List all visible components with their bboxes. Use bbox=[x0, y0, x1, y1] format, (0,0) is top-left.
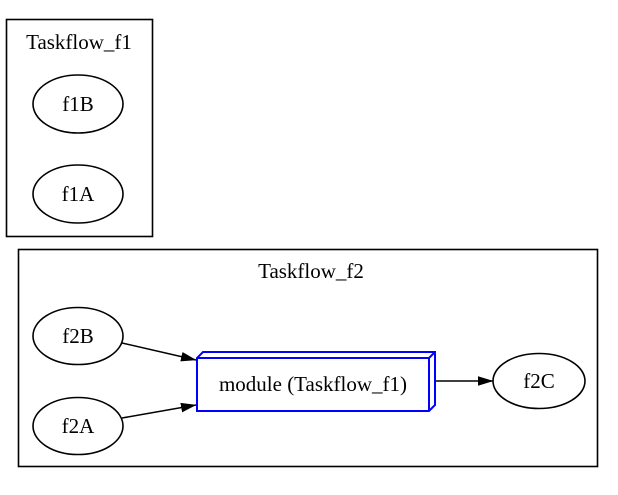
node-f1A-shape bbox=[32, 164, 124, 224]
node-f1B-label: f1B bbox=[62, 92, 94, 116]
edge-f2A-to-module bbox=[121, 402, 197, 419]
cluster-taskflow-f2-title: Taskflow_f2 bbox=[258, 259, 364, 283]
node-f2C-label: f2C bbox=[523, 369, 555, 393]
node-f2B-shape bbox=[32, 306, 124, 366]
node-f2C: f2C bbox=[492, 352, 586, 410]
node-f2A-label: f2A bbox=[62, 414, 95, 438]
node-module-taskflow-f1: module (Taskflow_f1) bbox=[196, 351, 436, 412]
node-module-box3d-corner-edge bbox=[428, 351, 436, 359]
node-f1B: f1B bbox=[32, 74, 124, 134]
node-f2B: f2B bbox=[32, 306, 124, 366]
node-module-label: module (Taskflow_f1) bbox=[219, 372, 407, 396]
cluster-taskflow-f2-border bbox=[17, 248, 599, 468]
cluster-taskflow-f1-border bbox=[5, 18, 154, 238]
node-f2A-shape bbox=[32, 396, 124, 456]
cluster-taskflow-f1-title: Taskflow_f1 bbox=[26, 30, 132, 54]
node-f1A: f1A bbox=[32, 164, 124, 224]
node-f2A: f2A bbox=[32, 396, 124, 456]
node-f2B-label: f2B bbox=[62, 324, 94, 348]
node-f1B-shape bbox=[32, 74, 124, 134]
edge-f2B-to-module bbox=[121, 342, 197, 362]
cluster-taskflow-f2: Taskflow_f2 f2B f2A module (Taskflow_f1)… bbox=[17, 248, 599, 468]
cluster-taskflow-f1: Taskflow_f1 f1B f1A bbox=[5, 18, 154, 238]
node-f1A-label: f1A bbox=[62, 182, 95, 206]
